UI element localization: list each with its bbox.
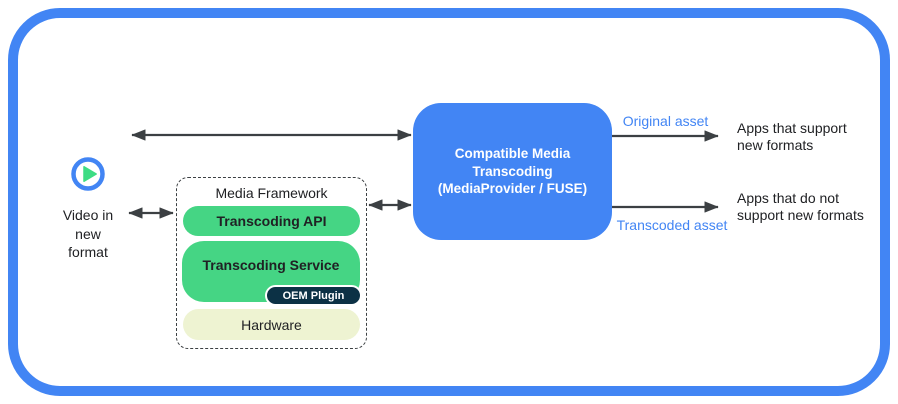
- transcoding-api-label: Transcoding API: [216, 213, 327, 229]
- apps-support-line-2: new formats: [737, 136, 814, 153]
- video-source-label: Video in new format: [38, 206, 138, 262]
- compatible-media-transcoding-box: Compatible Media Transcoding (MediaProvi…: [413, 103, 612, 240]
- oem-plugin-label: OEM Plugin: [282, 289, 345, 302]
- video-source-line-1: Video in: [62, 207, 114, 223]
- media-framework-title: Media Framework: [215, 185, 328, 201]
- transcoding-service-label: Transcoding Service: [202, 256, 340, 273]
- apps-support-label: Apps that support new formats: [737, 120, 847, 153]
- media-framework-box: [176, 177, 367, 349]
- transcoder-line-1: Compatible Media: [454, 146, 571, 162]
- transcoded-asset-label: Transcoded asset: [616, 217, 728, 233]
- original-asset-label: Original asset: [622, 113, 709, 129]
- video-source-line-2: new: [75, 225, 101, 242]
- outer-frame-border: [8, 8, 890, 396]
- transcoding-api-pill: Transcoding API: [183, 206, 360, 236]
- hardware-pill: Hardware: [183, 309, 360, 340]
- transcoder-line-2: Transcoding: [472, 163, 553, 179]
- transcoder-line-3: (MediaProvider / FUSE): [437, 181, 588, 197]
- hardware-label: Hardware: [241, 316, 302, 333]
- apps-no-support-label: Apps that do not support new formats: [737, 190, 864, 223]
- apps-no-support-line-1: Apps that do not: [737, 190, 839, 206]
- oem-plugin-pill: OEM Plugin: [265, 285, 362, 306]
- apps-support-line-1: Apps that support: [737, 120, 847, 136]
- apps-no-support-line-2: support new formats: [737, 206, 864, 223]
- play-icon: [71, 157, 105, 191]
- video-source-line-3: format: [68, 244, 108, 260]
